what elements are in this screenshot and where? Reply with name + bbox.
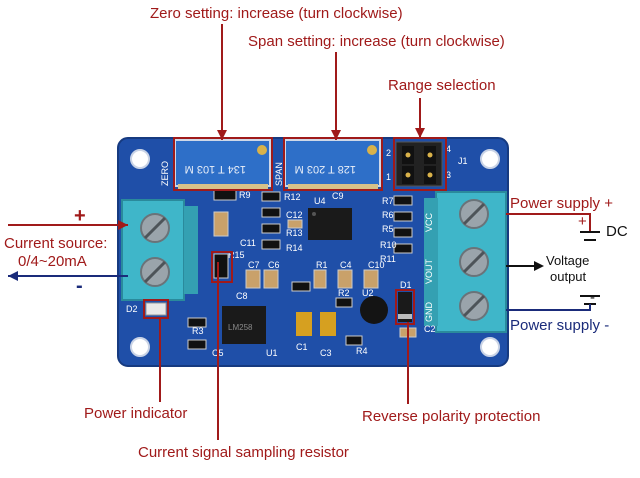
- pot2-code: 128 T 203 M: [295, 163, 356, 175]
- dc-label: DC: [606, 223, 628, 240]
- mounting-hole: [480, 337, 500, 357]
- silk-r9: R9: [239, 190, 251, 200]
- input-plus-sign: +: [74, 205, 86, 227]
- vout-silk: VOUT: [424, 258, 434, 284]
- dc-minus-sign: -: [590, 289, 595, 306]
- silk-r12: R12: [284, 192, 301, 202]
- silk-r4: R4: [356, 346, 368, 356]
- supply-minus-wire: [506, 304, 591, 311]
- silk-r6: R6: [382, 210, 394, 220]
- silk-r11: R11: [380, 254, 396, 264]
- jp-pin-2: 2: [386, 148, 391, 158]
- cap-c1: [296, 312, 312, 336]
- current-range-label: 0/4~20mA: [18, 253, 87, 270]
- reverse-polarity-label: Reverse polarity protection: [362, 408, 541, 425]
- cap-c3: [320, 312, 336, 336]
- silk-c11: C11: [240, 238, 256, 248]
- silk-c6: C6: [268, 260, 280, 270]
- zero-silk: ZERO: [160, 161, 170, 186]
- power-supply-plus-label: Power supply +: [510, 195, 613, 212]
- dc-plus-sign: +: [578, 213, 587, 230]
- silk-c1: C1: [296, 342, 308, 352]
- chip-code: LM258: [228, 323, 253, 332]
- silk-c3: C3: [320, 348, 332, 358]
- current-source-label: Current source:: [4, 235, 108, 252]
- silk-r2: R2: [338, 288, 350, 298]
- silk-r15: R15: [228, 250, 245, 260]
- jp-pin-1: 1: [386, 172, 391, 182]
- gnd-silk: GND: [424, 302, 434, 323]
- silk-r3: R3: [192, 326, 204, 336]
- silk-c2: C2: [424, 324, 436, 334]
- annotation-pointers: [143, 24, 447, 440]
- silk-r7: R7: [382, 196, 394, 206]
- smd-components: [187, 189, 417, 350]
- silk-r13: R13: [286, 228, 303, 238]
- range-jumper-header: [395, 141, 443, 187]
- transistor-u2: [360, 296, 388, 324]
- adjust-screw-icon: [367, 145, 377, 155]
- output-label: output: [550, 269, 587, 284]
- silk-c4: C4: [340, 260, 352, 270]
- mounting-hole: [130, 337, 150, 357]
- power-supply-minus-label: Power supply -: [510, 317, 610, 334]
- output-terminal-block: [424, 191, 507, 333]
- silk-c7: C7: [248, 260, 260, 270]
- input-minus-sign: -: [76, 275, 83, 297]
- sampling-resistor-label: Current signal sampling resistor: [138, 444, 349, 461]
- silk-c8: C8: [236, 291, 248, 301]
- adjust-screw-icon: [257, 145, 267, 155]
- silk-r10: R10: [380, 240, 397, 250]
- supply-plus-wire: [506, 213, 591, 232]
- silk-u1: U1: [266, 348, 278, 358]
- voltage-label: Voltage: [546, 253, 590, 268]
- j1-silk: J1: [458, 156, 468, 166]
- pot1-code: 134 T 103 M: [185, 163, 246, 175]
- silk-c9: C9: [332, 191, 344, 201]
- silk-c12: C12: [286, 210, 303, 220]
- ic-u1: [222, 306, 266, 344]
- silk-r1: R1: [316, 260, 328, 270]
- vcc-silk: VCC: [424, 212, 434, 232]
- silk-u2: U2: [362, 288, 374, 298]
- span-setting-label: Span setting: increase (turn clockwise): [248, 33, 505, 50]
- mounting-hole: [480, 149, 500, 169]
- jp-pin-3: 3: [446, 170, 451, 180]
- silk-d2: D2: [126, 304, 138, 314]
- silk-r14: R14: [286, 243, 303, 253]
- power-indicator-label: Power indicator: [84, 405, 188, 422]
- jp-pin-4: 4: [446, 144, 451, 154]
- zero-setting-label: Zero setting: increase (turn clockwise): [150, 5, 403, 22]
- span-silk: SPAN: [274, 162, 284, 186]
- silk-u4: U4: [314, 196, 326, 206]
- range-selection-label: Range selection: [388, 77, 496, 94]
- silk-r5: R5: [382, 224, 394, 234]
- input-terminal-block: [121, 199, 198, 301]
- power-led: [145, 302, 167, 316]
- silk-d1: D1: [400, 280, 412, 290]
- mounting-hole: [130, 149, 150, 169]
- silk-c10: C10: [368, 260, 385, 270]
